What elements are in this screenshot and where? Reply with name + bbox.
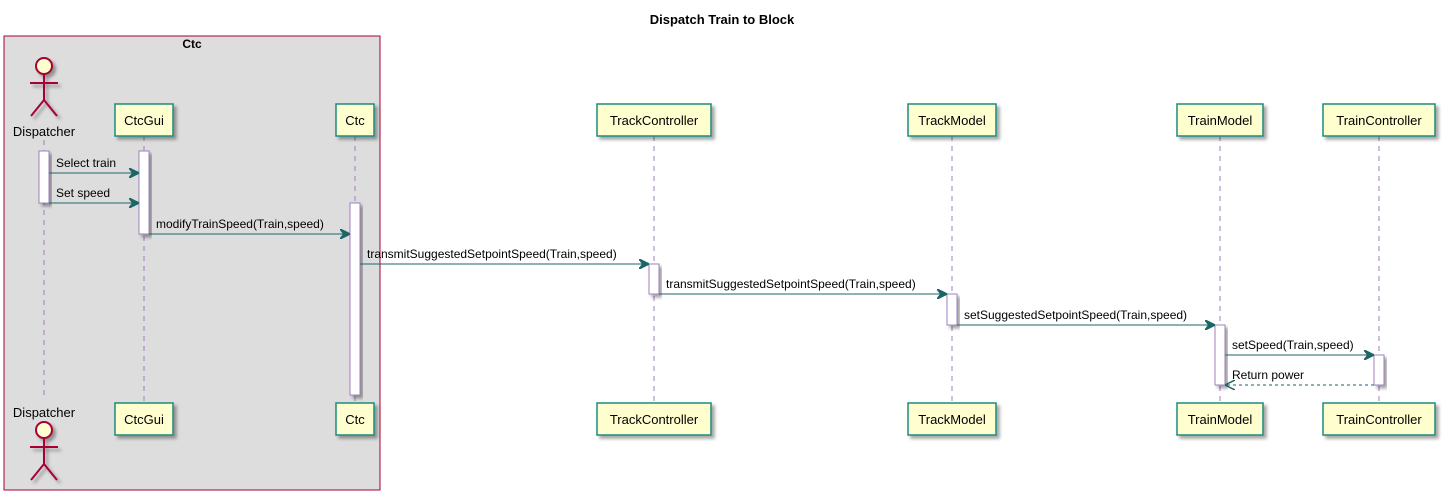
participant-trackmodel-top: TrackModel — [907, 103, 997, 137]
participant-label: TrainModel — [1188, 113, 1253, 128]
actor-dispatcher: Dispatcher — [13, 57, 76, 139]
diagram-title: Dispatch Train to Block — [650, 12, 795, 27]
activation-traincontroller — [1373, 354, 1385, 386]
message-label: setSuggestedSetpointSpeed(Train,speed) — [964, 308, 1187, 322]
participant-label: TrackController — [610, 113, 699, 128]
participant-traincontroller-bottom: TrainController — [1322, 402, 1436, 436]
message-arrow: transmitSuggestedSetpointSpeed(Train,spe… — [659, 277, 947, 294]
activation-dispatcher — [38, 150, 50, 204]
message-label: Set speed — [56, 186, 110, 200]
participant-trainmodel-top: TrainModel — [1176, 103, 1264, 137]
participant-label: TrainController — [1336, 113, 1422, 128]
participant-traincontroller-top: TrainController — [1322, 103, 1436, 137]
participant-label: TrackModel — [918, 412, 986, 427]
message-label: setSpeed(Train,speed) — [1232, 338, 1354, 352]
participant-label: CtcGui — [124, 113, 164, 128]
message-label: Select train — [56, 156, 116, 170]
participant-label: Dispatcher — [13, 405, 76, 420]
activation-ctcgui — [138, 150, 150, 235]
message-arrow: setSpeed(Train,speed) — [1225, 338, 1374, 355]
participant-label: Dispatcher — [13, 124, 76, 139]
participant-label: TrainModel — [1188, 412, 1253, 427]
activation-trackmodel — [946, 293, 958, 326]
participant-label: Ctc — [345, 412, 365, 427]
participant-trackcontroller-top: TrackController — [596, 103, 712, 137]
message-label: transmitSuggestedSetpointSpeed(Train,spe… — [666, 277, 916, 291]
message-label: transmitSuggestedSetpointSpeed(Train,spe… — [367, 247, 617, 261]
person-icon — [30, 421, 58, 481]
participant-label: TrackModel — [918, 113, 986, 128]
message-label: Return power — [1232, 368, 1304, 382]
participant-ctc-top: Ctc — [335, 103, 375, 137]
message-label: modifyTrainSpeed(Train,speed) — [156, 217, 324, 231]
activation-ctc — [349, 202, 361, 396]
message-arrow: Select train — [49, 156, 139, 173]
group-box-ctc: Ctc — [3, 35, 381, 491]
participant-ctc-bottom: Ctc — [335, 402, 375, 436]
message-arrow: Return power — [1225, 368, 1374, 385]
participant-trainmodel-bottom: TrainModel — [1176, 402, 1264, 436]
group-title: Ctc — [182, 37, 202, 51]
participant-label: CtcGui — [124, 412, 164, 427]
activation-trainmodel — [1214, 324, 1226, 386]
message-arrow: setSuggestedSetpointSpeed(Train,speed) — [957, 308, 1215, 325]
participant-ctcgui-bottom: CtcGui — [114, 402, 174, 436]
participant-label: Ctc — [345, 113, 365, 128]
message-arrow: Set speed — [49, 186, 139, 203]
message-arrow: transmitSuggestedSetpointSpeed(Train,spe… — [360, 247, 649, 264]
participant-label: TrackController — [610, 412, 699, 427]
actor-dispatcher: Dispatcher — [13, 405, 76, 481]
activation-trackcontroller — [648, 263, 660, 295]
participant-label: TrainController — [1336, 412, 1422, 427]
participant-ctcgui-top: CtcGui — [114, 103, 174, 137]
message-arrow: modifyTrainSpeed(Train,speed) — [149, 217, 350, 234]
participant-trackmodel-bottom: TrackModel — [907, 402, 997, 436]
person-icon — [30, 57, 58, 117]
participant-trackcontroller-bottom: TrackController — [596, 402, 712, 436]
